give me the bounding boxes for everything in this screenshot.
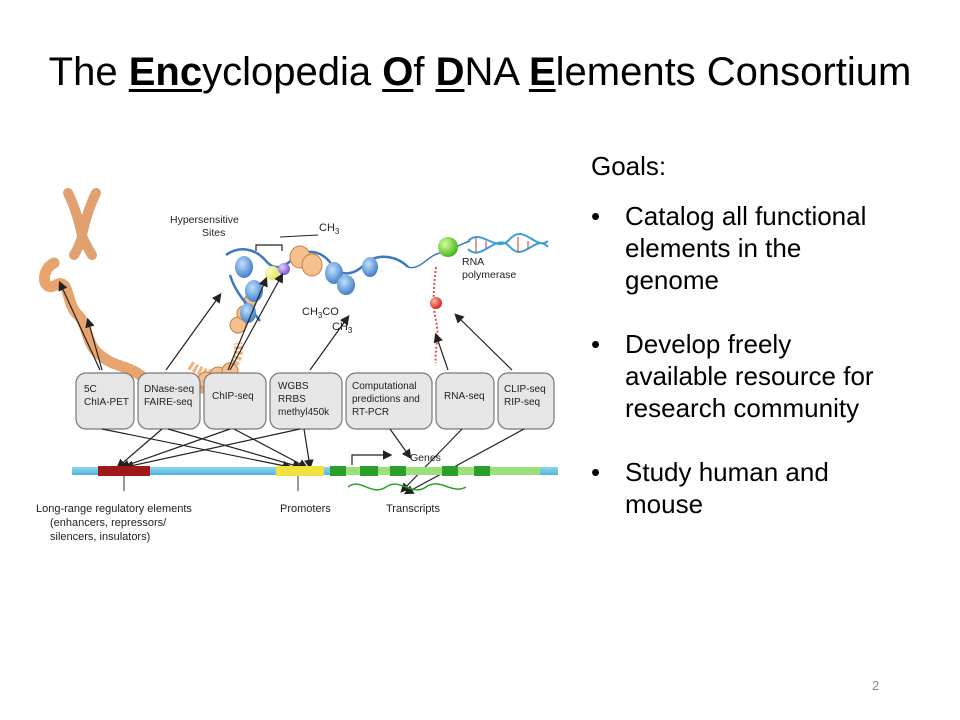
assay-label: ChIA-PET (84, 397, 129, 408)
assay-label: ChIP-seq (212, 391, 254, 402)
ch3-top-label: CH3 (319, 222, 340, 236)
assay-box: ChIP-seq (203, 372, 267, 430)
bullet-icon: • (591, 457, 601, 487)
assay-label: RT-PCR (352, 407, 389, 418)
goal-item: • Catalog all functional elements in the… (591, 200, 951, 296)
downward-arrows (101, 428, 525, 495)
chromosome-illustration (39, 188, 257, 394)
assay-label: CLIP-seq (504, 384, 546, 395)
encode-diagram: Hypersensitive Sites CH3 CH3CO CH3 RNA p… (36, 188, 558, 543)
page-number: 2 (872, 678, 880, 693)
assay-label: FAIRE-seq (144, 397, 192, 408)
assay-box: DNase-seq FAIRE-seq (137, 372, 201, 430)
rna-polymerase-label-2: polymerase (462, 269, 516, 281)
goals-heading: Goals: (591, 151, 667, 181)
goal-line: elements in the (625, 233, 802, 263)
purple-marker-icon (278, 263, 290, 275)
assay-label: RIP-seq (504, 397, 540, 408)
rna-binding-protein-icon (430, 297, 442, 309)
goal-line: Develop freely (625, 329, 792, 359)
assay-label: WGBS (278, 381, 309, 392)
goal-line: mouse (625, 489, 704, 519)
goal-item: • Develop freely available resource for … (591, 328, 951, 424)
title-text: f (413, 50, 436, 94)
assay-box: 5C ChIA-PET (75, 372, 135, 430)
long-range-label-1: Long-range regulatory elements (36, 503, 192, 515)
goal-line: Catalog all functional (625, 201, 867, 231)
transcripts-label: Transcripts (386, 503, 440, 515)
goals-list: • Catalog all functional elements in the… (591, 200, 951, 552)
rna-polymerase-icon (438, 237, 458, 257)
bullet-icon: • (591, 329, 601, 359)
goal-item: • Study human and mouse (591, 456, 951, 520)
bullet-icon: • (591, 201, 601, 231)
goal-line: genome (625, 265, 719, 295)
title-underlined-e: E (528, 50, 556, 94)
goal-line: Study human and (625, 457, 829, 487)
goal-line: research community (625, 393, 860, 423)
assay-box: Computational predictions and RT-PCR (345, 372, 433, 430)
promoters-label: Promoters (280, 503, 331, 515)
title-text: lements Consortium (555, 50, 912, 94)
ch3co-label: CH3CO (302, 306, 339, 320)
assay-box: WGBS RRBS methyl450k (269, 372, 343, 430)
dna-bar (72, 466, 558, 491)
yellow-marker-icon (265, 266, 279, 280)
upward-arrows (58, 272, 513, 371)
title-underlined-enc: Enc (128, 50, 203, 94)
hypersensitive-label-1: Hypersensitive (170, 214, 239, 226)
assay-label: 5C (84, 384, 97, 395)
title-underlined-o: O (382, 50, 414, 94)
ch3-bottom-label: CH3 (332, 321, 353, 335)
assay-label: methyl450k (278, 407, 330, 418)
assay-boxes: 5C ChIA-PET DNase-seq FAIRE-seq ChIP-seq… (75, 372, 555, 430)
title-text: NA (464, 50, 529, 94)
assay-label: DNase-seq (144, 384, 194, 395)
long-range-label-3: silencers, insulators) (50, 531, 150, 543)
hypersensitive-label-2: Sites (202, 227, 225, 239)
assay-label: RNA-seq (444, 391, 485, 402)
slide-title: The Encyclopedia Of DNA Elements Consort… (0, 48, 960, 96)
assay-label: Computational (352, 381, 416, 392)
goal-line: available resource for (625, 361, 874, 391)
assay-label: RRBS (278, 394, 306, 405)
genes-label: Genes (410, 452, 441, 464)
title-text: yclopedia (202, 50, 383, 94)
assay-box: CLIP-seq RIP-seq (497, 372, 555, 430)
long-range-label-2: (enhancers, repressors/ (50, 517, 167, 529)
title-underlined-d: D (435, 50, 465, 94)
assay-box: RNA-seq (435, 372, 495, 430)
dna-helix-illustration (407, 232, 549, 364)
rna-polymerase-label-1: RNA (462, 256, 484, 268)
assay-label: predictions and (352, 394, 420, 405)
title-text: The (48, 50, 129, 94)
